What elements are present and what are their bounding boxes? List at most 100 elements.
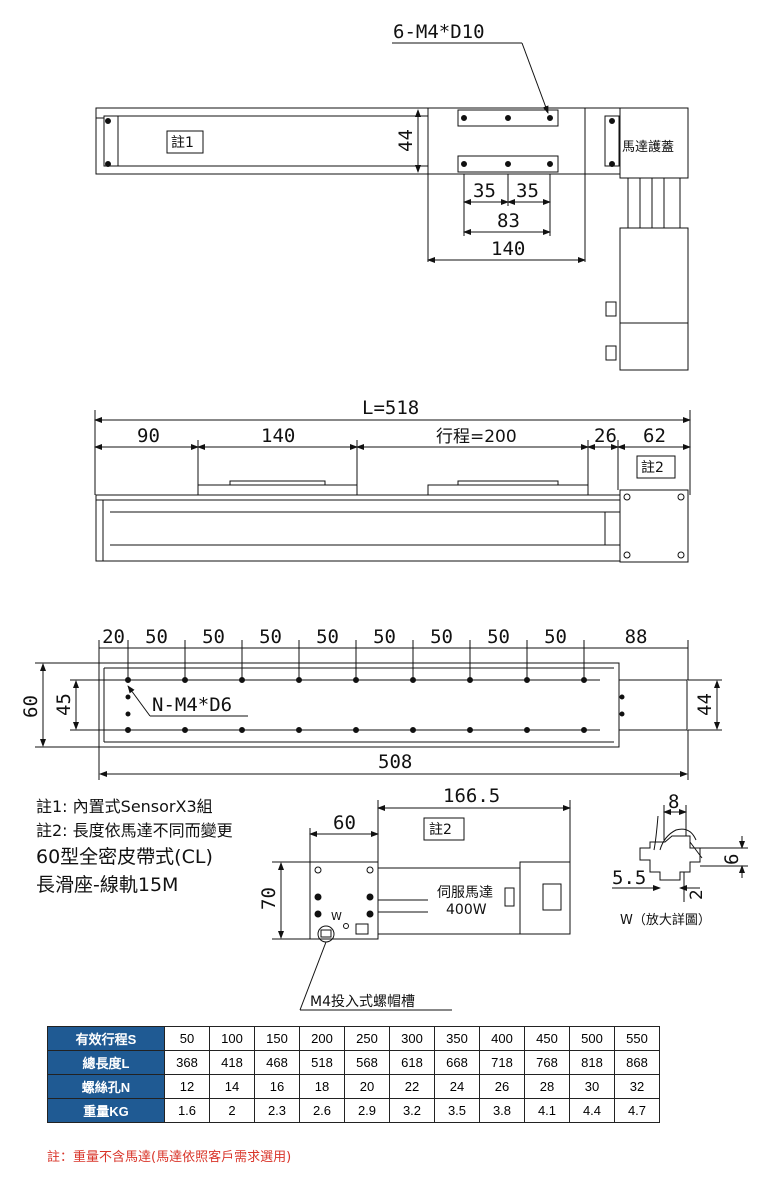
spec-cell: 250 <box>344 1026 390 1051</box>
top-note1-tag: 註1 <box>171 135 194 151</box>
spec-cell: 400 <box>479 1026 525 1051</box>
side-dim-26: 26 <box>594 425 617 447</box>
spec-cell: 418 <box>209 1050 255 1075</box>
spec-cell: 24 <box>434 1074 480 1099</box>
detail-dim-2: 2 <box>687 889 707 900</box>
spec-cell: 468 <box>254 1050 300 1075</box>
detail-caption: W（放大詳圖） <box>620 912 711 928</box>
bottom-dim-top: 50 <box>145 626 168 648</box>
bottom-dim-45: 45 <box>53 693 75 716</box>
end-view: 166.5 60 註2 70 W 伺服馬達 400W M4投入式螺帽槽 <box>258 785 571 1011</box>
bottom-dim-top: 50 <box>202 626 225 648</box>
top-callout-text: 6-M4*D10 <box>393 21 485 43</box>
note-1: 註1: 內置式SensorX3組 <box>36 797 213 816</box>
end-motor-label-2: 400W <box>446 902 487 918</box>
spec-cell: 1.6 <box>164 1098 210 1123</box>
spec-row-label: 重量KG <box>47 1098 165 1123</box>
bottom-dim-top: 50 <box>373 626 396 648</box>
spec-cell: 3.2 <box>389 1098 435 1123</box>
spec-cell: 618 <box>389 1050 435 1075</box>
spec-cell: 718 <box>479 1050 525 1075</box>
side-dim-140: 140 <box>261 425 295 447</box>
spec-cell: 350 <box>434 1026 480 1051</box>
end-dim-60: 60 <box>333 812 356 834</box>
motor-cover-label: 馬達護蓋 <box>622 139 674 155</box>
spec-cell: 2 <box>209 1098 255 1123</box>
spec-cell: 868 <box>614 1050 660 1075</box>
bottom-dim-44: 44 <box>694 693 716 716</box>
top-dim-83: 83 <box>497 210 520 232</box>
spec-row-label: 總長度L <box>47 1050 165 1075</box>
detail-dim-5-5: 5.5 <box>612 867 646 889</box>
end-dim-166-5: 166.5 <box>443 785 500 807</box>
spec-cell: 668 <box>434 1050 480 1075</box>
top-dim-35a: 35 <box>473 180 496 202</box>
detail-view: 8 6 5.5 2 W（放大詳圖） <box>612 791 748 928</box>
spec-cell: 16 <box>254 1074 300 1099</box>
spec-cell: 50 <box>164 1026 210 1051</box>
top-view: 6-M4*D10 註1 馬達護蓋 44 <box>95 21 689 371</box>
bottom-dim-top: 88 <box>625 626 648 648</box>
end-w-mark: W <box>331 910 342 923</box>
spec-cell: 3.5 <box>434 1098 480 1123</box>
bottom-dim-60: 60 <box>20 695 42 718</box>
bottom-dim-top: 20 <box>102 626 125 648</box>
side-view: L=518 90 140 行程=200 26 62 註2 <box>94 397 691 563</box>
detail-dim-8: 8 <box>668 791 679 813</box>
spec-cell: 518 <box>299 1050 345 1075</box>
top-dim-44: 44 <box>395 129 417 152</box>
spec-cell: 2.3 <box>254 1098 300 1123</box>
spec-cell: 100 <box>209 1026 255 1051</box>
bottom-dim-top: 50 <box>487 626 510 648</box>
bottom-view: 20 50 50 50 50 50 50 50 50 88 60 45 44 N-M4*D6 <box>20 626 722 780</box>
spec-cell: 12 <box>164 1074 210 1099</box>
spec-cell: 150 <box>254 1026 300 1051</box>
spec-cell: 2.9 <box>344 1098 390 1123</box>
spec-cell: 14 <box>209 1074 255 1099</box>
spec-row-label: 螺絲孔N <box>47 1074 165 1099</box>
spec-cell: 3.8 <box>479 1098 525 1123</box>
spec-cell: 26 <box>479 1074 525 1099</box>
detail-dim-6: 6 <box>721 854 743 865</box>
spec-cell: 4.4 <box>569 1098 615 1123</box>
spec-cell: 300 <box>389 1026 435 1051</box>
spec-cell: 4.7 <box>614 1098 660 1123</box>
bottom-callout: N-M4*D6 <box>152 694 232 716</box>
top-dim-140: 140 <box>491 238 525 260</box>
end-dim-70: 70 <box>258 887 280 910</box>
top-dim-35b: 35 <box>516 180 539 202</box>
bottom-dim-top: 50 <box>259 626 282 648</box>
spec-cell: 550 <box>614 1026 660 1051</box>
model-line-2: 長滑座-線軌15M <box>36 874 179 896</box>
bottom-dim-top: 50 <box>316 626 339 648</box>
spec-cell: 200 <box>299 1026 345 1051</box>
spec-cell: 368 <box>164 1050 210 1075</box>
end-slot-callout: M4投入式螺帽槽 <box>310 994 415 1010</box>
spec-cell: 818 <box>569 1050 615 1075</box>
spec-cell: 20 <box>344 1074 390 1099</box>
spec-cell: 4.1 <box>524 1098 570 1123</box>
bottom-dim-508: 508 <box>378 751 412 773</box>
spec-cell: 500 <box>569 1026 615 1051</box>
end-note2-tag: 註2 <box>429 822 452 838</box>
spec-cell: 30 <box>569 1074 615 1099</box>
note-2: 註2: 長度依馬達不同而變更 <box>36 821 233 840</box>
spec-cell: 2.6 <box>299 1098 345 1123</box>
bottom-dim-top: 50 <box>544 626 567 648</box>
side-dim-stroke: 行程=200 <box>436 427 517 447</box>
end-motor-label-1: 伺服馬達 <box>437 885 493 901</box>
spec-cell: 450 <box>524 1026 570 1051</box>
notes-block: 註1: 內置式SensorX3組 註2: 長度依馬達不同而變更 60型全密皮帶式… <box>36 795 233 899</box>
spec-cell: 28 <box>524 1074 570 1099</box>
spec-cell: 22 <box>389 1074 435 1099</box>
side-dim-62: 62 <box>643 425 666 447</box>
bottom-dim-top: 50 <box>430 626 453 648</box>
footnote: 註：重量不含馬達(馬達依照客戶需求選用) <box>47 1150 292 1165</box>
model-line-1: 60型全密皮帶式(CL) <box>36 846 213 868</box>
